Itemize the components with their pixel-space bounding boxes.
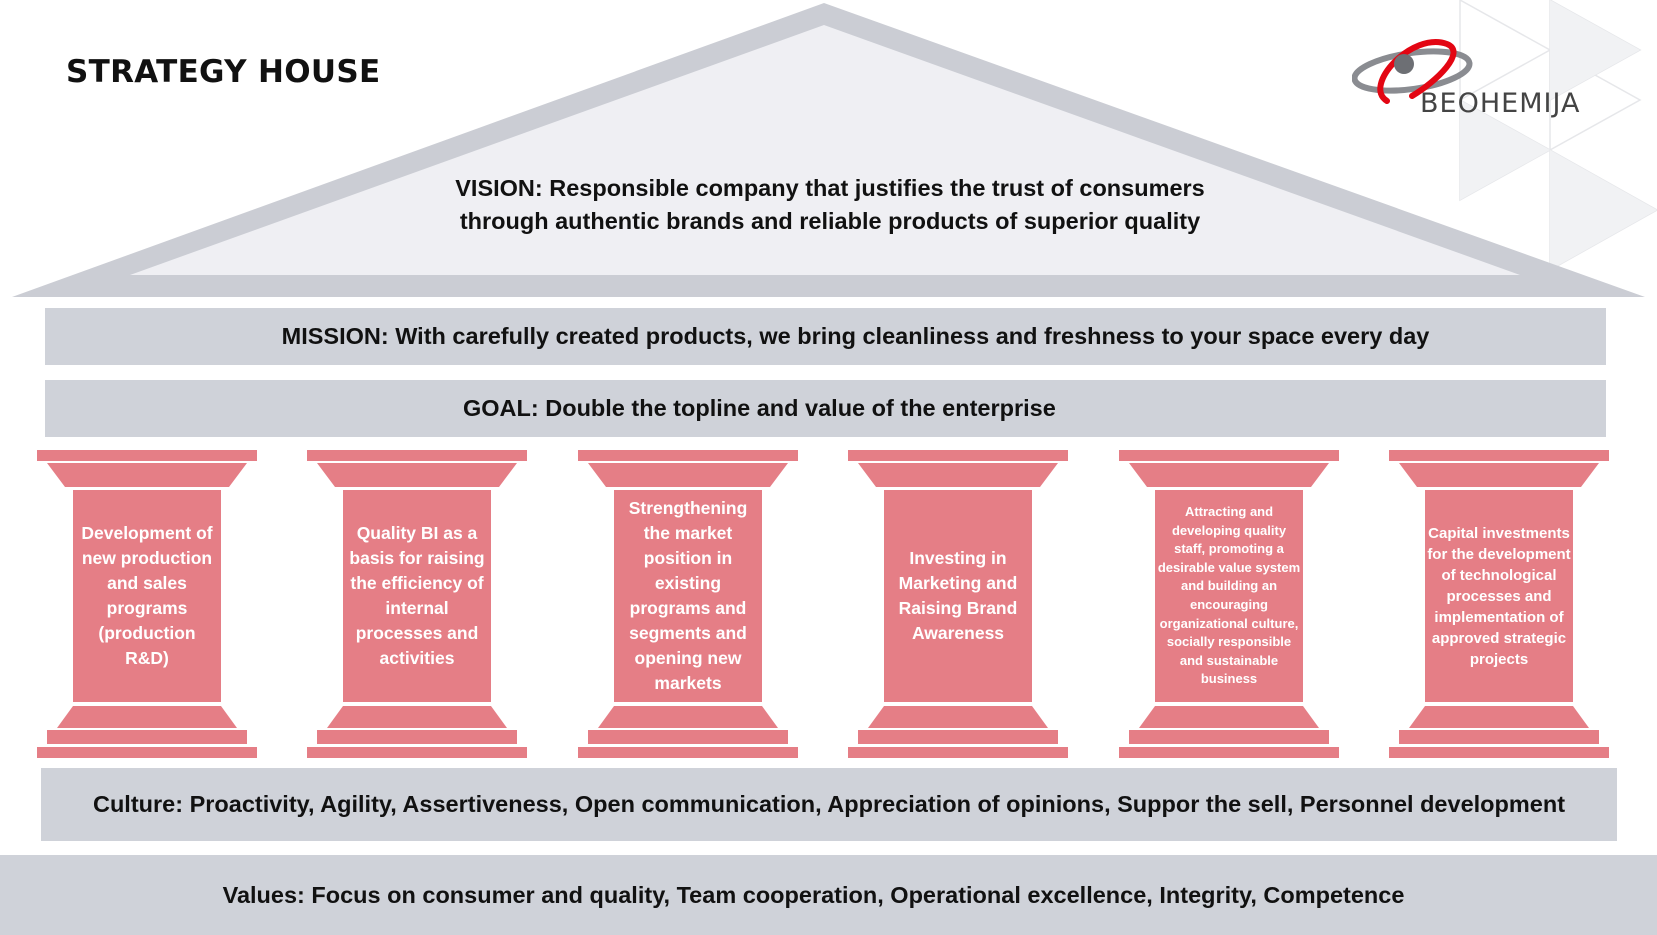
vision-line-2: through authentic brands and reliable pr… [459, 208, 1201, 234]
pillar-6-label: Capital investments for the development … [1427, 524, 1571, 668]
page-title: STRATEGY HOUSE [66, 54, 381, 90]
pillar-5: Attracting and developing quality staff,… [1119, 450, 1339, 758]
values-text: Values: Focus on consumer and quality, T… [222, 881, 1405, 908]
pillar-1: Development of new production and sales … [37, 450, 257, 758]
pillar-3: Strengthening the market position in exi… [578, 450, 798, 758]
vision-line-1: VISION: Responsible company that justifi… [455, 175, 1205, 201]
goal-text: GOAL: Double the topline and value of th… [463, 395, 1056, 421]
logo-wordmark: BEOHEMIJA [1420, 88, 1581, 119]
values-band: Values: Focus on consumer and quality, T… [0, 855, 1657, 935]
pillar-1-label: Development of new production and sales … [81, 523, 213, 668]
roof-vision [12, 3, 1645, 297]
background-triangle-pattern [1459, 0, 1657, 270]
pillar-4: Investing in Marketing and Raising Brand… [848, 450, 1068, 758]
pillar-4-label: Investing in Marketing and Raising Brand… [898, 548, 1018, 643]
goal-band: GOAL: Double the topline and value of th… [45, 380, 1606, 437]
culture-text: Culture: Proactivity, Agility, Assertive… [92, 791, 1566, 817]
pillar-2-label: Quality BI as a basis for raising the ef… [349, 523, 485, 668]
vision-statement: VISION: Responsible company that justifi… [430, 172, 1230, 238]
logo-swoosh-icon [1352, 39, 1473, 104]
mission-band: MISSION: With carefully created products… [45, 308, 1606, 365]
pillar-2: Quality BI as a basis for raising the ef… [307, 450, 527, 758]
beohemija-logo: BEOHEMIJA [1352, 26, 1622, 126]
mission-text: MISSION: With carefully created products… [281, 323, 1430, 349]
pillar-3-label: Strengthening the market position in exi… [628, 498, 748, 693]
pillar-6: Capital investments for the development … [1389, 450, 1609, 758]
pillar-5-label: Attracting and developing quality staff,… [1157, 504, 1301, 687]
culture-band: Culture: Proactivity, Agility, Assertive… [41, 768, 1617, 841]
